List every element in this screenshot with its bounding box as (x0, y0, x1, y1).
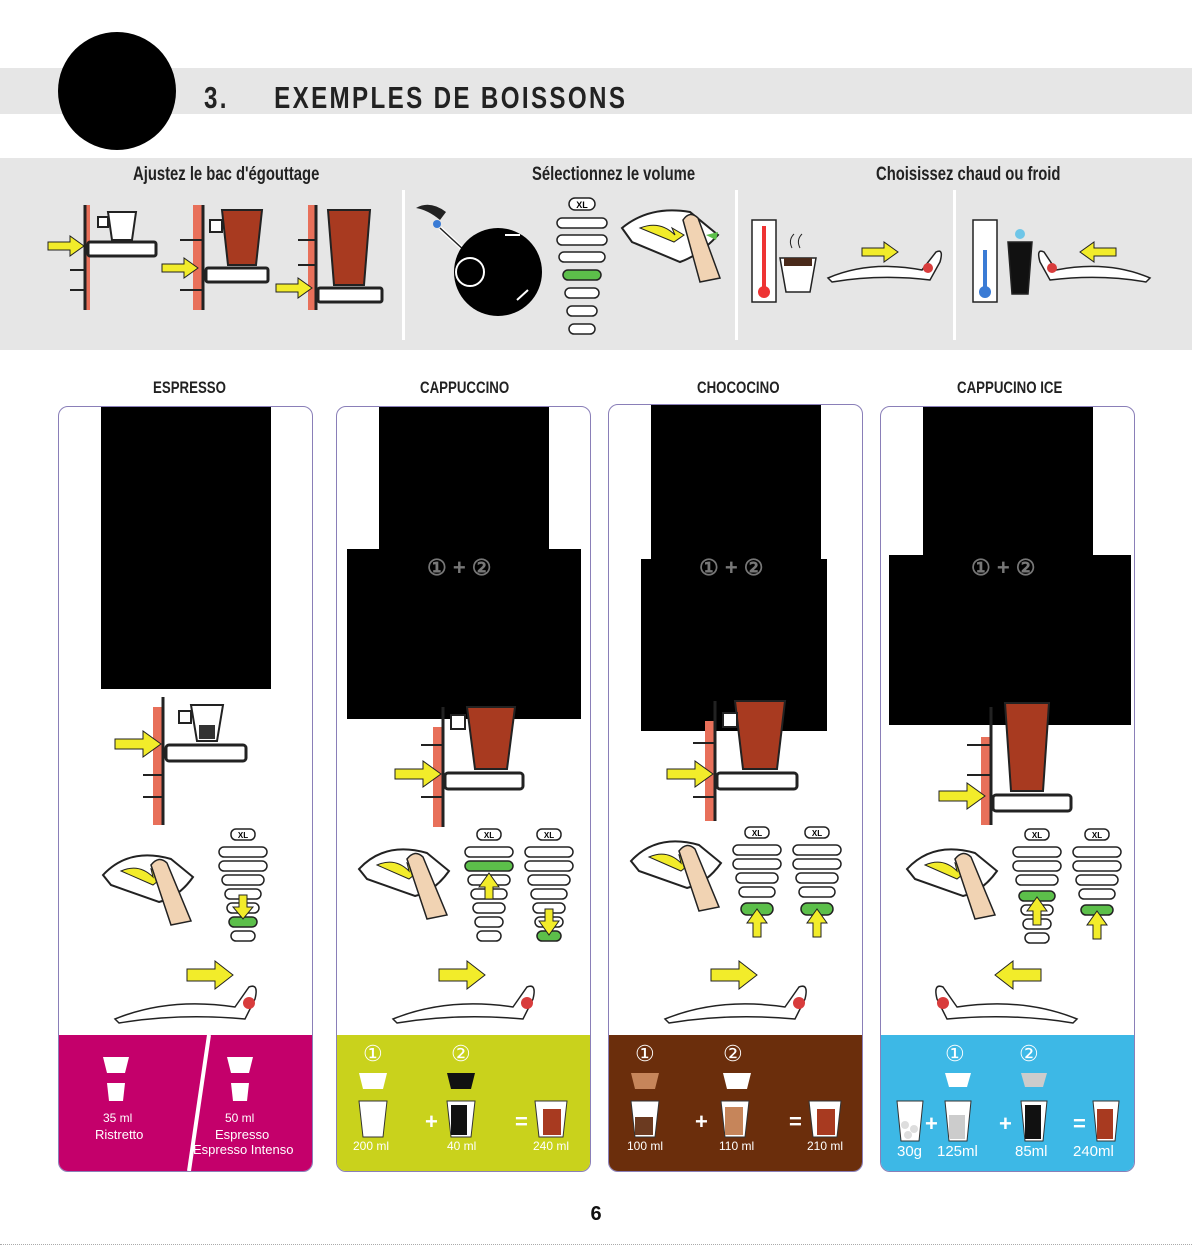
chococino-volume-1: 100 ml (627, 1139, 664, 1153)
chococino-redacted-image (641, 559, 827, 731)
svg-text:XL: XL (544, 831, 554, 840)
svg-text:=: = (515, 1109, 528, 1134)
hot-thermometer-illustration (751, 219, 777, 303)
drip-tray-high-illustration (47, 205, 158, 310)
cappuccino-step-markers: ① + ② (427, 555, 492, 580)
svg-text:XL: XL (576, 200, 588, 210)
chococino-recipe-illustration: + = (630, 1073, 842, 1138)
chococino-steps-illustration: XL XL (629, 700, 842, 1024)
svg-text:+: + (695, 1109, 708, 1134)
section-title: 3. EXEMPLES DE BOISSONS (204, 80, 627, 116)
cappucino-ice-card: ① + ② XL XL (880, 406, 1135, 1172)
espresso-card: XL 35 ml Ristretto 50 ml Espresso Espres… (58, 406, 313, 1172)
volume-selector-illustration: XL (556, 197, 608, 335)
drink-title-cappucino-ice: CAPPUCINO ICE (957, 378, 1063, 397)
cappuccino-redacted-image-top (379, 407, 549, 549)
cappucino-ice-selector-2: XL (1072, 828, 1122, 940)
cappuccino-selector-1: XL (464, 828, 514, 942)
lever-left-illustration (1037, 241, 1152, 283)
cappuccino-steps-illustration: XL XL (357, 706, 574, 1024)
step-hot-cold-title: Choisissez chaud ou froid (876, 164, 1061, 185)
chococino-step-markers: ① + ② (699, 555, 764, 580)
cappuccino-step-2: ② (451, 1041, 471, 1066)
espresso-band-background (59, 1035, 312, 1171)
drink-title-cappuccino: CAPPUCCINO (420, 378, 510, 397)
cappucino-ice-ice-amount: 30g (897, 1143, 923, 1160)
svg-text:XL: XL (484, 831, 494, 840)
espresso-label: Espresso (215, 1127, 270, 1142)
step-separator (402, 190, 405, 340)
chococino-step-2: ② (723, 1041, 743, 1066)
chococino-volume-2: 110 ml (719, 1139, 755, 1153)
drink-title-chococino: CHOCOCINO (697, 378, 780, 397)
section-number: 3. (204, 80, 229, 115)
hot-cup-illustration (779, 233, 817, 293)
svg-text:XL: XL (752, 829, 762, 838)
cappucino-ice-band: ① ② + + = 30g 125ml 85ml 240ml (881, 1035, 1134, 1171)
cappucino-ice-volume-2: 85ml (1015, 1143, 1048, 1160)
chococino-card: ① + ② XL XL (608, 404, 863, 1172)
svg-text:=: = (789, 1109, 802, 1134)
cappucino-ice-steps-illustration: XL XL (905, 702, 1122, 1024)
svg-text:XL: XL (1032, 831, 1042, 840)
finger-slide-illustration (620, 209, 722, 283)
page-number: 6 (590, 1203, 602, 1225)
svg-text:=: = (1073, 1111, 1086, 1136)
ristretto-volume: 35 ml (103, 1111, 133, 1125)
section-title-text: EXEMPLES DE BOISSONS (274, 80, 628, 115)
espresso-band-fill (59, 1035, 312, 1171)
cappucino-ice-step-2: ② (1019, 1041, 1039, 1066)
svg-text:+: + (999, 1111, 1012, 1136)
cappucino-ice-redacted-image-top (923, 407, 1093, 555)
steps-illustrations: XL (47, 197, 1152, 335)
cappuccino-volume-total: 240 ml (533, 1139, 570, 1153)
cappucino-ice-redacted-image (889, 555, 1131, 725)
espresso-volume: 50 ml (225, 1111, 255, 1125)
section-bullet (58, 32, 176, 150)
drip-tray-mid-illustration (161, 205, 270, 310)
espresso-steps-illustration: XL (101, 697, 268, 1024)
chococino-band: ① ② + = 100 ml 110 ml 210 ml (609, 1035, 862, 1171)
svg-text:XL: XL (1092, 831, 1102, 840)
cappuccino-step-1: ① (363, 1041, 383, 1066)
step-drip-tray-title: Ajustez le bac d'égouttage (133, 164, 320, 185)
cappuccino-volume-1: 200 ml (353, 1139, 390, 1153)
cappucino-ice-volume-total: 240ml (1073, 1143, 1114, 1160)
chococino-selector-1: XL (732, 826, 782, 938)
cappucino-ice-step-markers: ① + ② (971, 555, 1036, 580)
cappucino-ice-step-1: ① (945, 1041, 965, 1066)
svg-text:XL: XL (238, 831, 248, 840)
header-band (0, 68, 1192, 114)
chococino-volume-total: 210 ml (807, 1139, 844, 1153)
lever-right-illustration (826, 241, 943, 283)
chococino-selector-2: XL (792, 826, 842, 938)
footer-dotted-line (0, 1244, 1192, 1245)
eye-knob-illustration (416, 204, 542, 316)
chococino-step-1: ① (635, 1041, 655, 1066)
espresso-intenso-label: Espresso Intenso (193, 1142, 294, 1157)
cappucino-ice-volume-1: 125ml (937, 1143, 978, 1160)
cappucino-ice-selector-1: XL (1012, 828, 1062, 944)
cappuccino-recipe-illustration: + = (358, 1073, 568, 1138)
svg-text:+: + (925, 1111, 938, 1136)
cold-cup-illustration (1007, 229, 1033, 295)
step-separator (735, 190, 738, 340)
step-volume-title: Sélectionnez le volume (532, 164, 696, 185)
cappuccino-band: ① ② + = 200 ml 40 ml 240 ml (337, 1035, 590, 1171)
espresso-band: 35 ml Ristretto 50 ml Espresso Espresso … (59, 1035, 312, 1171)
drink-title-espresso: ESPRESSO (153, 378, 226, 397)
svg-text:XL: XL (812, 829, 822, 838)
espresso-redacted-image (101, 407, 271, 689)
drip-tray-low-illustration (275, 205, 384, 310)
svg-text:+: + (425, 1109, 438, 1134)
cappuccino-volume-2: 40 ml (447, 1139, 477, 1153)
cappuccino-redacted-image (347, 549, 581, 719)
cappucino-ice-recipe-illustration: + + = (896, 1073, 1120, 1142)
ristretto-label: Ristretto (95, 1127, 144, 1142)
cold-thermometer-illustration (972, 219, 998, 303)
step-separator (953, 190, 956, 340)
cappuccino-card: ① + ② XL XL (336, 406, 591, 1172)
chococino-redacted-image-top (651, 405, 821, 559)
cappuccino-selector-2: XL (524, 828, 574, 942)
